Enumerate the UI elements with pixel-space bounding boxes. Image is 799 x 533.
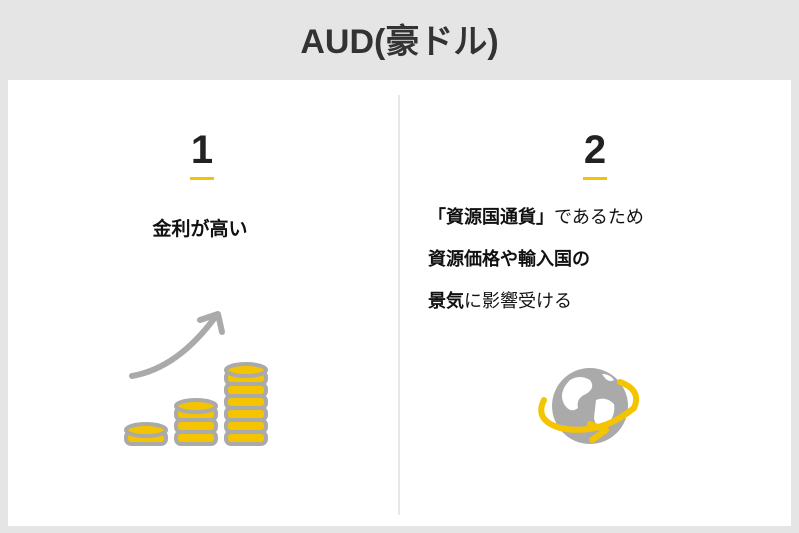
point-number-2: 2	[583, 128, 607, 172]
text-bold: 「資源国通貨」	[428, 207, 554, 228]
coin-top	[124, 422, 168, 438]
point-number-1: 1	[190, 128, 214, 172]
text-regular: に影響受ける	[464, 291, 572, 312]
point-2-line-1: 「資源国通貨」であるため	[428, 203, 644, 229]
number-underline	[190, 177, 214, 180]
globe-rotation-icon	[538, 368, 640, 444]
coin-stacks-rising-arrow-icon	[124, 311, 268, 446]
text-bold: 景気	[428, 291, 464, 312]
coin-top	[174, 398, 218, 414]
point-1-text: 金利が高い	[152, 218, 248, 240]
point-2-line-2: 資源価格や輸入国の	[428, 245, 590, 271]
text-regular: であるため	[554, 207, 644, 228]
number-underline	[583, 177, 607, 180]
coin-top	[224, 362, 268, 378]
text-bold: 資源価格や輸入国の	[428, 249, 590, 270]
page-title: AUD(豪ドル)	[300, 23, 499, 61]
column-divider	[398, 95, 400, 515]
point-2-line-3: 景気に影響受ける	[428, 287, 572, 313]
